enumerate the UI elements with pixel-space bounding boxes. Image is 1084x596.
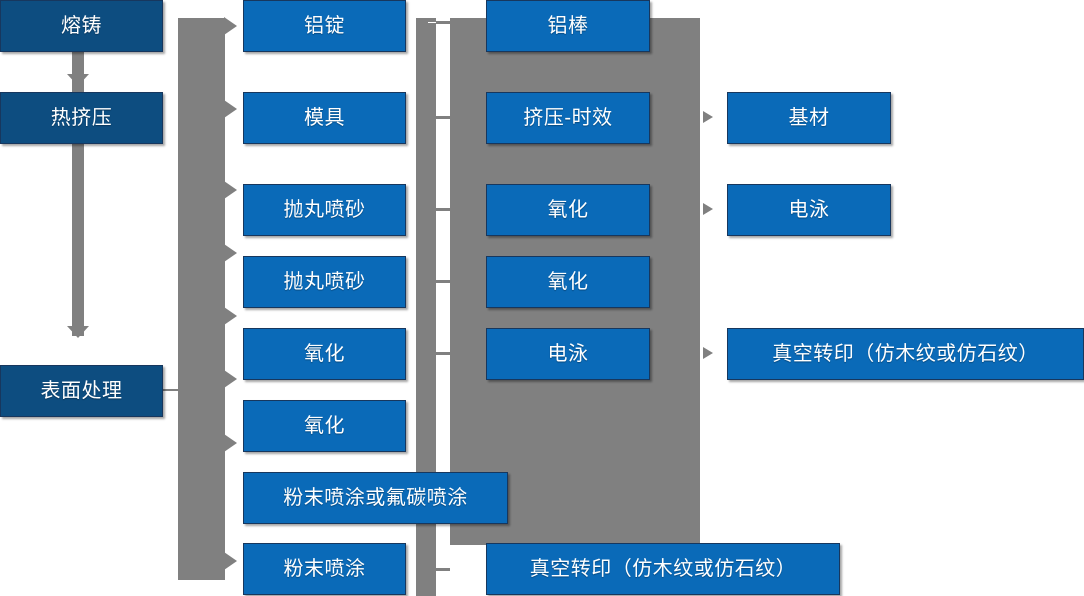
arrow-to-c2n1	[224, 17, 237, 35]
node-vacuum-transfer-c4[interactable]: 真空转印（仿木纹或仿石纹）	[727, 328, 1084, 380]
node-oxidation-c3-1[interactable]: 氧化	[486, 184, 650, 236]
node-label: 真空转印（仿木纹或仿石纹）	[529, 558, 797, 580]
node-powder-or-fluorocarbon-coating[interactable]: 粉末喷涂或氟碳喷涂	[243, 472, 508, 524]
node-label: 铝锭	[304, 15, 345, 37]
node-label: 铝棒	[547, 15, 589, 37]
node-label: 氧化	[547, 271, 589, 293]
arrow-to-c2n7	[224, 434, 237, 452]
node-label: 模具	[304, 107, 345, 129]
rung-6	[436, 568, 450, 571]
node-melt-casting[interactable]: 熔铸	[0, 0, 163, 52]
connector-stem-surface	[163, 389, 185, 391]
node-aluminium-ingot[interactable]: 铝锭	[243, 0, 406, 52]
node-label: 热挤压	[50, 107, 113, 129]
node-hot-extrusion[interactable]: 热挤压	[0, 92, 163, 144]
arrow-to-c4n1	[703, 111, 713, 123]
arrow-to-c2n3	[224, 181, 237, 199]
node-label: 挤压-时效	[523, 107, 613, 129]
node-label: 电泳	[547, 343, 589, 365]
node-shot-blasting-2[interactable]: 抛丸喷砂	[243, 256, 406, 308]
node-oxidation-c2-2[interactable]: 氧化	[243, 400, 406, 452]
connector-feed-extrude	[72, 136, 84, 336]
node-label: 抛丸喷砂	[283, 199, 366, 221]
rung-2	[436, 116, 450, 119]
node-label: 表面处理	[40, 380, 123, 402]
node-label: 粉末喷涂	[283, 558, 366, 580]
node-vacuum-transfer-c3[interactable]: 真空转印（仿木纹或仿石纹）	[486, 543, 840, 595]
arrow-to-c2n6	[224, 370, 237, 388]
node-shot-blasting-1[interactable]: 抛丸喷砂	[243, 184, 406, 236]
node-label: 熔铸	[61, 15, 102, 37]
node-powder-coating[interactable]: 粉末喷涂	[243, 543, 406, 595]
arrow-to-c4n2	[703, 203, 713, 215]
rung-5	[436, 352, 450, 355]
connector-feed-extrude-head	[67, 326, 89, 338]
node-substrate[interactable]: 基材	[727, 92, 891, 144]
arrow-to-c2n5	[224, 307, 237, 325]
node-mould[interactable]: 模具	[243, 92, 406, 144]
arrow-to-c2n8	[224, 552, 237, 570]
node-extrusion-aging[interactable]: 挤压-时效	[486, 92, 650, 144]
node-label: 氧化	[304, 343, 345, 365]
node-surface-treatment[interactable]: 表面处理	[0, 365, 163, 417]
node-label: 电泳	[788, 199, 830, 221]
node-label: 基材	[788, 107, 830, 129]
node-oxidation-c3-2[interactable]: 氧化	[486, 256, 650, 308]
node-label: 粉末喷涂或氟碳喷涂	[283, 487, 468, 509]
rung-1	[436, 21, 450, 24]
node-electrophoresis-c3[interactable]: 电泳	[486, 328, 650, 380]
connector-feed-melt-head	[67, 74, 89, 86]
node-label: 氧化	[304, 415, 345, 437]
arrow-to-c2n4	[224, 244, 237, 262]
node-label: 真空转印（仿木纹或仿石纹）	[772, 343, 1039, 365]
connector-trunk-left-upper	[178, 18, 225, 366]
node-aluminium-bar[interactable]: 铝棒	[486, 0, 650, 52]
node-oxidation-c2-1[interactable]: 氧化	[243, 328, 406, 380]
arrow-to-c4n3	[703, 347, 713, 359]
connector-bar-mid	[416, 18, 436, 596]
arrow-to-c2n2	[224, 100, 237, 118]
node-electrophoresis-c4[interactable]: 电泳	[727, 184, 891, 236]
node-label: 氧化	[547, 199, 589, 221]
node-label: 抛丸喷砂	[283, 271, 366, 293]
rung-3	[436, 208, 450, 211]
rung-4	[436, 280, 450, 283]
